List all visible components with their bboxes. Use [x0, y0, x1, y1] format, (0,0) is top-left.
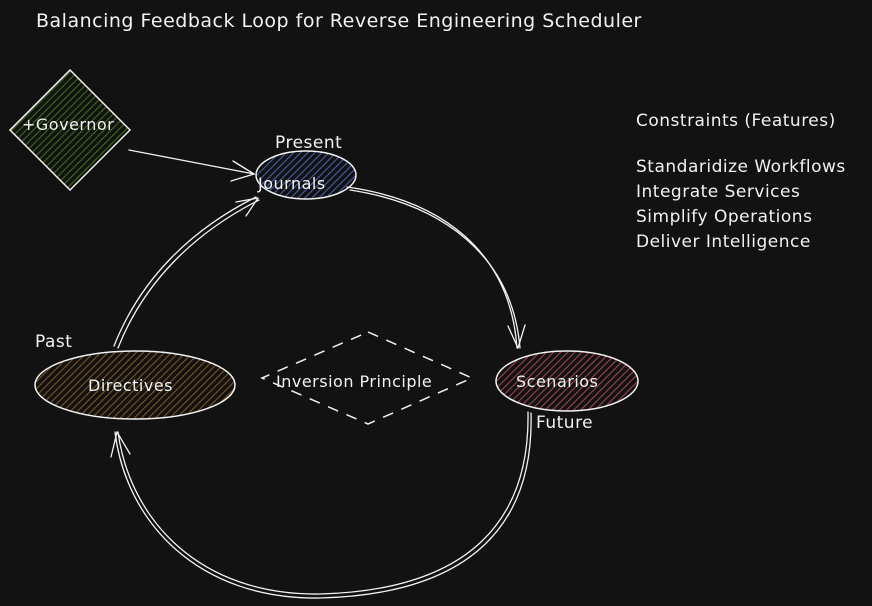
- constraints-heading: Constraints (Features): [636, 111, 836, 131]
- present-label: Present: [275, 133, 343, 153]
- constraints-panel: Constraints (Features) Standaridize Work…: [636, 111, 846, 255]
- constraint-item: Simplify Operations: [636, 207, 813, 227]
- journals-label: Journals: [258, 174, 326, 193]
- governor-node: [8, 68, 132, 192]
- constraint-item: Integrate Services: [636, 182, 801, 202]
- scenarios-node: [495, 350, 639, 412]
- directives-label: Directives: [88, 376, 173, 395]
- page-title: Balancing Feedback Loop for Reverse Engi…: [36, 10, 642, 32]
- future-label: Future: [536, 413, 594, 433]
- arrow-journals-to-scenarios: [346, 186, 526, 349]
- journals-node: [255, 150, 357, 200]
- arrow-governor-to-journals: [128, 149, 255, 182]
- inversion-node: [260, 331, 474, 425]
- governor-label: +Governor: [22, 115, 115, 134]
- past-label: Past: [35, 332, 73, 352]
- inversion-label: Inversion Principle: [276, 372, 433, 391]
- directives-node: [34, 350, 236, 420]
- scenarios-label: Scenarios: [516, 372, 599, 391]
- arrow-scenarios-to-directives: [110, 411, 532, 599]
- constraint-item: Standaridize Workflows: [636, 157, 846, 177]
- constraint-item: Deliver Intelligence: [636, 232, 811, 252]
- arrow-directives-to-journals: [113, 196, 260, 349]
